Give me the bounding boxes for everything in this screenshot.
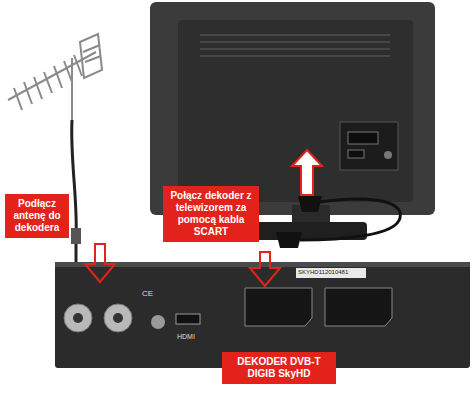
scart-port <box>245 288 312 326</box>
callout-box: Podłącz antenę do dekodera <box>5 194 69 238</box>
rf-in-port <box>64 304 92 332</box>
callout-box: Połącz dekoder z telewizorem za pomocą k… <box>163 186 259 242</box>
arrow-down <box>85 244 115 282</box>
port-label: HDMI <box>177 333 195 341</box>
tv-connector-panel <box>340 122 398 170</box>
scart-port <box>325 288 392 326</box>
callout-text: Podłącz antenę do dekodera <box>10 198 64 234</box>
tv-socket <box>384 151 392 159</box>
rf-loop-port <box>113 313 123 323</box>
tv-scart-port <box>348 132 378 144</box>
tv-back-cover <box>178 20 413 202</box>
scart-plug <box>298 196 322 212</box>
antenna-plug <box>71 228 81 244</box>
arrow-up <box>292 150 322 195</box>
callout-text: DEKODER DVB-T DIGIB SkyHD <box>227 356 331 380</box>
callout-box: DEKODER DVB-T DIGIB SkyHD <box>222 352 336 384</box>
tv-vents <box>200 35 390 56</box>
coaxial-port <box>151 315 165 329</box>
scart-plug <box>276 232 302 248</box>
tv-housing <box>150 2 435 215</box>
callout-text: Połącz dekoder z telewizorem za pomocą k… <box>168 190 254 238</box>
serial-sticker <box>296 268 366 278</box>
tv-socket <box>348 150 364 158</box>
rf-loop-port <box>104 304 132 332</box>
serial-number: SKYHD112010481 <box>298 269 348 276</box>
ce-mark: CE <box>142 290 153 299</box>
rf-in-port <box>73 313 83 323</box>
hdmi-port <box>176 314 200 324</box>
antenna <box>8 34 102 120</box>
decoder-top-edge <box>55 262 470 267</box>
arrow-down <box>250 252 280 286</box>
